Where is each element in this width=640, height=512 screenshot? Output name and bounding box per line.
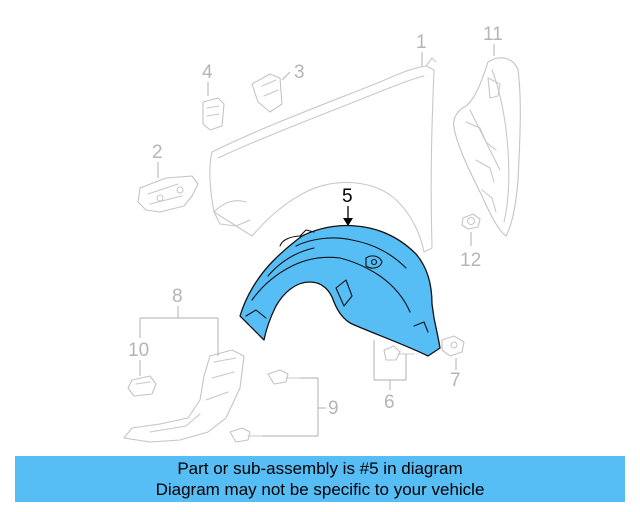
callout-1: 1	[416, 32, 427, 53]
clip-part-10[interactable]	[127, 375, 157, 397]
banner-line-part: Part or sub-assembly is #5 in diagram	[177, 459, 463, 478]
info-banner: Part or sub-assembly is #5 in diagram Di…	[15, 456, 625, 502]
bolt-part-9[interactable]	[229, 369, 301, 443]
leader-lines	[139, 44, 495, 437]
callout-11: 11	[483, 24, 503, 45]
banner-line-disclaimer: Diagram may not be specific to your vehi…	[155, 480, 485, 499]
callout-10: 10	[128, 340, 149, 361]
splash-shield-part-8[interactable]	[123, 349, 245, 443]
callout-7: 7	[450, 370, 461, 391]
bracket-part-2[interactable]	[137, 175, 199, 213]
callout-6: 6	[384, 392, 395, 413]
callout-labels: 1 11 4 3 2 5 12 8 10 7 6 9	[128, 24, 503, 419]
clip-part-7[interactable]	[441, 335, 465, 357]
callout-8: 8	[172, 286, 183, 307]
callout-5: 5	[342, 186, 353, 207]
fender-liner-part-5[interactable]	[239, 224, 441, 357]
callout-4: 4	[202, 62, 213, 83]
parts-diagram: 1 11 4 3 2 5 12 8 10 7 6 9	[123, 24, 521, 443]
clip-part-12[interactable]	[461, 213, 481, 230]
bracket-part-4[interactable]	[202, 97, 225, 131]
callout-2: 2	[152, 142, 163, 163]
fender-support-part-11[interactable]	[453, 57, 521, 237]
callout-3: 3	[294, 62, 305, 83]
bracket-part-3[interactable]	[251, 73, 283, 113]
fender-part-1[interactable]	[209, 57, 437, 253]
callout-9: 9	[328, 398, 339, 419]
bolt-part-6[interactable]	[383, 345, 415, 361]
callout-12: 12	[460, 250, 481, 271]
